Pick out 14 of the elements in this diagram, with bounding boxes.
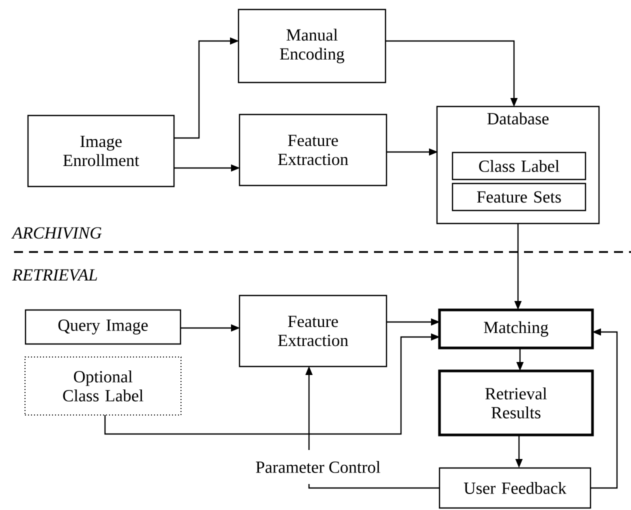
optional-input-box: Optional Class Label xyxy=(24,356,182,416)
field-box: Feature Sets xyxy=(452,182,586,212)
process-box: Image Enrollment xyxy=(27,114,175,188)
process-box: Feature Extraction xyxy=(238,114,388,186)
input-box: Query Image xyxy=(24,309,182,345)
feedback-box: User Feedback xyxy=(438,467,592,509)
process-box: Matching xyxy=(438,308,594,350)
section-label: RETRIEVAL xyxy=(12,269,98,281)
field-box: Class Label xyxy=(452,152,586,180)
result-box: Retrieval Results xyxy=(438,370,594,436)
process-box: Feature Extraction xyxy=(238,294,388,368)
section-label: ARCHIVING xyxy=(11,227,102,239)
process-box: Manual Encoding xyxy=(238,8,386,84)
control-label: Parameter Control xyxy=(253,459,383,475)
